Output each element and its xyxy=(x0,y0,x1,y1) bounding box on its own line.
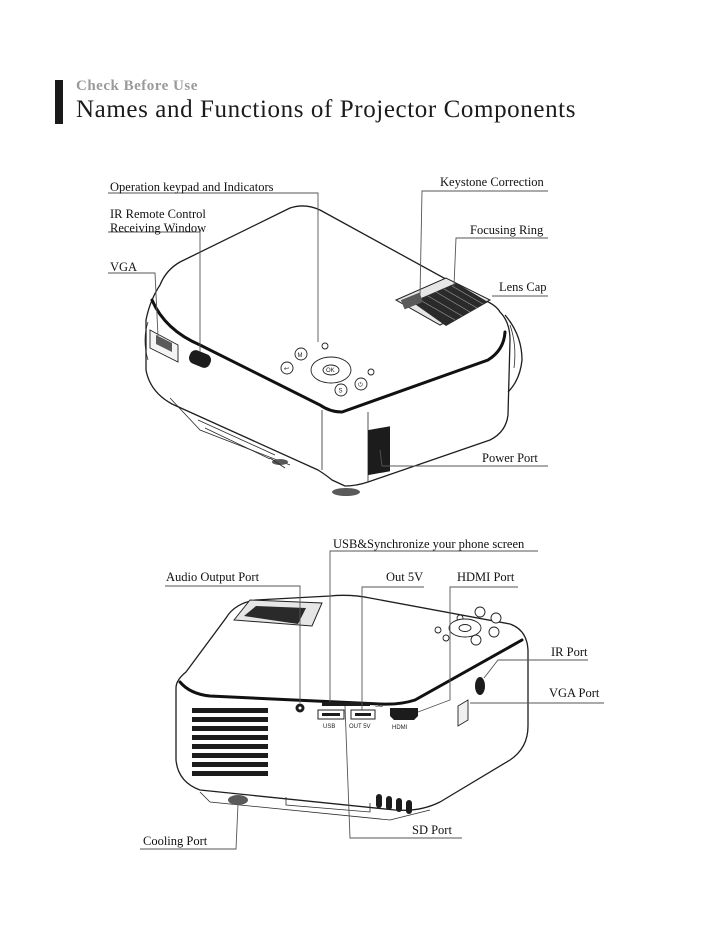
usb-port-tongue xyxy=(322,713,340,716)
leader-operation-keypad xyxy=(108,192,319,342)
power-port-cover xyxy=(368,426,390,476)
leader-power-port xyxy=(379,449,548,467)
label-usb-sync: USB&Synchronize your phone screen xyxy=(333,537,525,551)
back-button-mark: ↩ xyxy=(284,367,289,373)
leader-focusing-ring xyxy=(453,237,548,287)
top-face-edge xyxy=(150,298,507,414)
rear-btn-2 xyxy=(490,612,502,624)
rear-top-face-edge xyxy=(178,638,524,706)
leader-usb-sync xyxy=(329,550,538,702)
sd-slot xyxy=(322,702,370,706)
rear-ok xyxy=(458,624,472,632)
source-button xyxy=(334,383,348,397)
cooling-vents xyxy=(192,708,268,776)
usb-print: USB xyxy=(323,724,335,730)
top-view-leader-lines xyxy=(108,190,548,467)
ok-button xyxy=(322,364,340,376)
hdmi-port xyxy=(390,708,418,720)
label-ir-port: IR Port xyxy=(551,645,588,659)
lens-barrel-side xyxy=(504,314,523,393)
projector-top-view: M OK S ⏻ ↩ xyxy=(144,205,523,496)
label-ir-receiver-line1: IR Remote Control xyxy=(110,207,206,221)
power-button xyxy=(354,377,368,391)
label-out5v: Out 5V xyxy=(386,570,424,584)
ir-port-sensor xyxy=(475,677,485,695)
rear-view-leader-lines xyxy=(140,550,604,850)
leader-vga xyxy=(108,272,159,337)
menu-button-mark: M xyxy=(298,353,303,359)
leader-sd-port xyxy=(344,705,462,839)
rear-foot-left xyxy=(228,795,248,805)
label-focusing-ring: Focusing Ring xyxy=(470,223,544,237)
menu-button xyxy=(294,347,308,361)
out5v-port-tongue xyxy=(355,713,371,716)
label-audio-out: Audio Output Port xyxy=(166,570,260,584)
section-marker-bar xyxy=(55,80,63,124)
page-title: Names and Functions of Projector Compone… xyxy=(76,96,577,123)
hdmi-print: HDMI xyxy=(392,725,408,731)
back-button xyxy=(280,361,294,375)
source-button-mark: S xyxy=(339,389,343,395)
leader-hdmi xyxy=(417,586,518,713)
label-lens-cap: Lens Cap xyxy=(499,280,547,294)
leader-ir-port xyxy=(483,659,588,679)
rear-focusing-ring xyxy=(244,606,306,624)
vga-port-pins xyxy=(156,335,172,352)
underside-vent-1 xyxy=(197,419,276,456)
focusing-ring-ridges xyxy=(419,285,484,321)
indicator-led-1 xyxy=(321,342,329,350)
rear-btn-3 xyxy=(488,626,500,638)
leader-audio-out xyxy=(165,585,301,703)
leader-ir-receiver xyxy=(108,231,201,352)
label-sd-port: SD Port xyxy=(412,823,452,837)
underside-vent-3 xyxy=(269,457,286,469)
side-foot xyxy=(272,459,288,465)
out5v-print: OUT 5V xyxy=(349,724,371,730)
underside-vent-2 xyxy=(204,427,271,460)
rear-btn-1 xyxy=(474,606,486,618)
focusing-ring-dark xyxy=(412,283,488,326)
lens-barrel-ridge xyxy=(509,324,516,369)
left-side-curve xyxy=(144,321,149,361)
vga-port-side xyxy=(457,699,469,727)
rear-base-recess xyxy=(285,797,371,813)
ok-button-mark: OK xyxy=(326,368,335,374)
ir-receiver-window xyxy=(188,350,212,368)
projector-body-outline xyxy=(145,205,511,487)
label-power-port: Power Port xyxy=(482,451,538,465)
indicator-led-2 xyxy=(367,368,375,376)
rear-btn-4 xyxy=(470,634,482,646)
sd-print: SD xyxy=(375,703,384,709)
section-subtitle: Check Before Use xyxy=(76,78,198,94)
keystone-slider xyxy=(400,292,424,310)
rear-base xyxy=(199,791,431,821)
projector-rear-view: SD USB OUT 5V HDMI xyxy=(175,594,529,821)
label-operation-keypad: Operation keypad and Indicators xyxy=(110,180,274,194)
rear-led-3 xyxy=(434,626,442,634)
rear-right-feet xyxy=(376,794,412,814)
label-cooling-port: Cooling Port xyxy=(143,834,208,848)
power-button-mark: ⏻ xyxy=(358,382,363,389)
label-ir-receiver: IR Remote Control Receiving Window xyxy=(110,207,240,235)
label-vga: VGA xyxy=(110,260,138,274)
label-keystone: Keystone Correction xyxy=(440,175,544,189)
audio-jack-hole xyxy=(298,706,302,710)
rear-body-outline xyxy=(175,594,529,811)
leader-keystone xyxy=(419,190,548,297)
front-foot xyxy=(332,488,360,496)
underside-edge xyxy=(169,397,291,466)
label-vga-port: VGA Port xyxy=(549,686,600,700)
label-hdmi-port: HDMI Port xyxy=(457,570,515,584)
label-ir-receiver-line2: Receiving Window xyxy=(110,221,207,235)
rear-led-2 xyxy=(442,634,450,642)
leader-out5v xyxy=(361,586,424,710)
leader-cooling-port xyxy=(140,803,239,850)
